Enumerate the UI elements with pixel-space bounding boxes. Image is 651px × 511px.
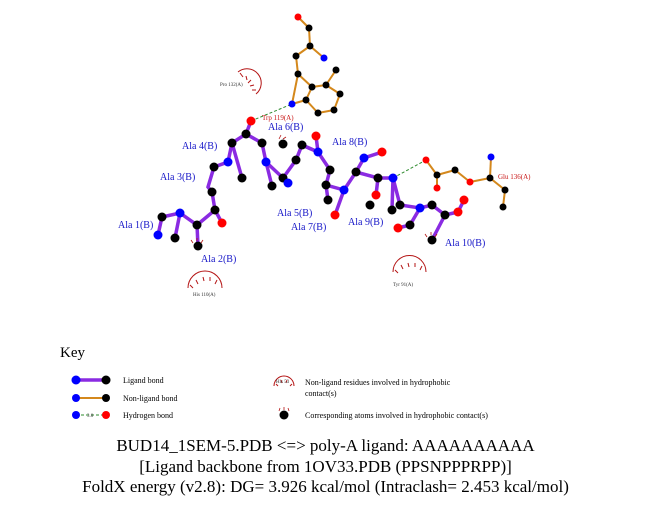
key-nonligand-bond-label: Non-ligand bond <box>123 394 177 403</box>
key-hydrophobic-sample: His 53 <box>276 380 290 385</box>
label-pro-132: Pro 132(A) <box>220 83 243 88</box>
hydrogen-bonds <box>250 103 427 179</box>
key-nonligand-bond: Non-ligand bond <box>72 394 177 403</box>
his-110-arc <box>187 270 223 289</box>
key-hbond-distance: 3.0 <box>87 414 94 419</box>
caption-line-2: [Ligand backbone from 1OV33.PDB (PPSNPPP… <box>139 457 512 476</box>
key-ligand-bond: Ligand bond <box>71 375 164 385</box>
trp-119-sidechain <box>291 16 341 114</box>
key-hydrophobic-desc-1: Non-ligand residues involved in hydropho… <box>305 378 451 387</box>
ligand-labels: Ala 1(B) Ala 2(B) Ala 3(B) Ala 4(B) Ala … <box>118 122 485 265</box>
caption-line-1: BUD14_1SEM-5.PDB <=> poly-A ligand: AAAA… <box>116 436 535 455</box>
label-ala-5: Ala 5(B) <box>277 208 312 219</box>
label-ala-8: Ala 8(B) <box>332 137 367 148</box>
atom-contact-spokes <box>190 134 438 244</box>
key-ligand-bond-label: Ligand bond <box>123 376 164 385</box>
label-ala-3: Ala 3(B) <box>160 172 195 183</box>
label-ala-6: Ala 6(B) <box>268 122 303 133</box>
label-his-110: His 110(A) <box>193 293 216 298</box>
caption-line-3: FoldX energy (v2.8): DG= 3.926 kcal/mol … <box>82 477 569 496</box>
atoms <box>153 13 509 251</box>
label-trp-119: Trp 119(A) <box>262 114 294 122</box>
key: Key Ligand bond Non-ligand bond 3.0 Hydr… <box>60 345 488 420</box>
label-ala-10: Ala 10(B) <box>445 238 485 249</box>
key-corresponding-atoms-label: Corresponding atoms involved in hydropho… <box>305 411 488 420</box>
label-tyr-91: Tyr 91(A) <box>393 283 413 288</box>
key-hydrophobic-residue: His 53 Non-ligand residues involved in h… <box>273 375 451 398</box>
label-ala-9: Ala 9(B) <box>348 217 383 228</box>
tyr-91-arc <box>392 255 427 274</box>
label-ala-1: Ala 1(B) <box>118 220 153 231</box>
ala-6-contact-atom <box>278 139 288 149</box>
pro-132-arc <box>237 68 262 95</box>
key-title: Key <box>60 345 85 361</box>
key-hydrophobic-desc-2: contact(s) <box>305 389 337 398</box>
key-hydrogen-bond: 3.0 Hydrogen bond <box>72 411 173 420</box>
label-ala-4: Ala 4(B) <box>182 141 217 152</box>
label-glu-136: Glu 136(A) <box>498 173 531 181</box>
key-corresponding-atoms: Corresponding atoms involved in hydropho… <box>278 407 488 420</box>
key-hydrogen-bond-label: Hydrogen bond <box>123 411 173 420</box>
label-ala-7: Ala 7(B) <box>291 222 326 233</box>
hydrophobic-arcs <box>187 68 438 289</box>
label-ala-2: Ala 2(B) <box>201 254 236 265</box>
